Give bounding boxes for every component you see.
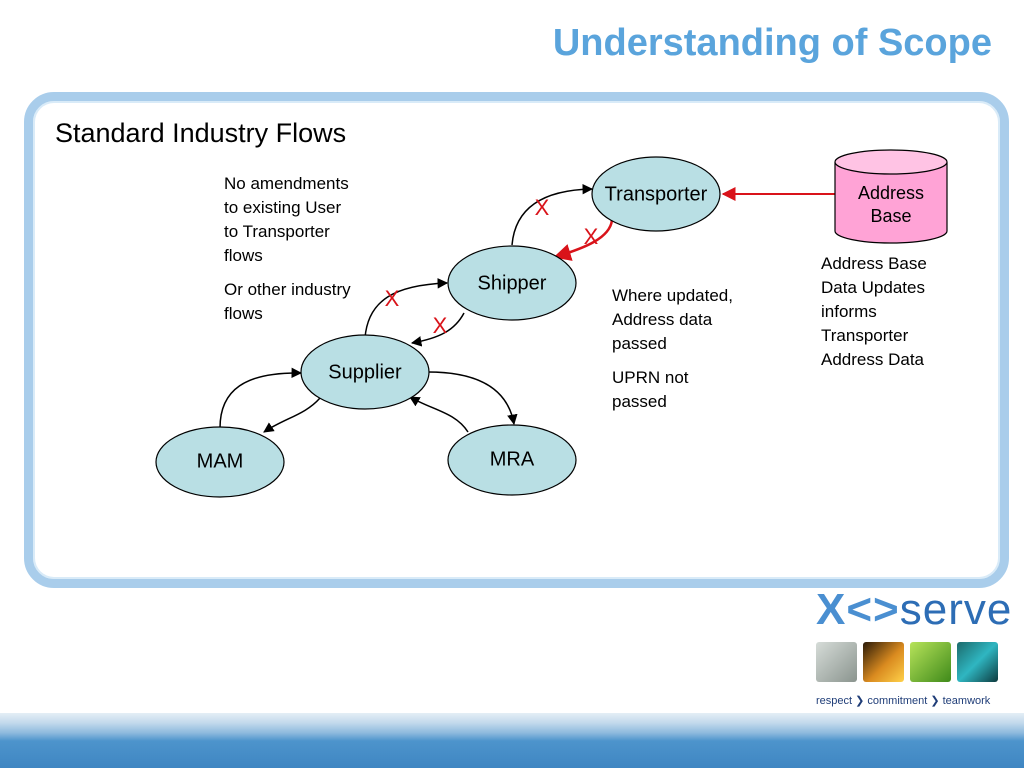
node-label-supplier: Supplier: [328, 361, 402, 384]
meter-image: [816, 642, 857, 682]
address-base-label: Address Base: [857, 183, 925, 226]
node-shipper: [447, 245, 577, 321]
logo-image-tiles: [816, 642, 1012, 682]
address-base-cylinder: [834, 149, 948, 244]
cross-mark: X: [534, 195, 550, 220]
arrow-shipper-to-supplier: [410, 312, 465, 347]
note-other-industry: Or other industry flows: [224, 280, 351, 323]
cross-mark: X: [583, 224, 599, 249]
note-address-base: Address Base Data Updates informs Transp…: [821, 254, 927, 369]
xoserve-logo: X<>serve respect ❯ commitment ❯ teamwork: [816, 588, 1012, 707]
arrow-shipper-to-transporter: [511, 183, 594, 246]
node-mam: [155, 426, 285, 498]
arrow-mam-to-supplier: [219, 367, 303, 429]
node-label-mam: MAM: [196, 450, 244, 473]
node-supplier: [300, 334, 430, 410]
note-where-updated: Where updated, Address data passed UPRN …: [612, 284, 733, 424]
node-transporter: [591, 156, 721, 232]
page-title: Understanding of Scope: [552, 22, 992, 64]
node-label-mra: MRA: [489, 448, 535, 471]
logo-tagline: respect ❯ commitment ❯ teamwork: [816, 695, 991, 707]
note-user-transporter: No amendments to existing User to Transp…: [224, 172, 351, 336]
note-uprn: UPRN not passed: [612, 368, 689, 411]
node-label-transporter: Transporter: [604, 183, 708, 206]
cross-mark: X: [384, 286, 400, 311]
section-heading: Standard Industry Flows: [55, 118, 347, 148]
leaves-image: [910, 642, 951, 682]
node-mra: [447, 424, 577, 496]
arrow-supplier-to-shipper: [364, 278, 449, 339]
arrow-mra-to-supplier: [409, 396, 469, 433]
footer-bar: [0, 713, 1024, 768]
logo-wordmark: X<>serve: [816, 585, 1013, 634]
arrow-supplier-to-mra: [427, 371, 518, 426]
arrow-transporter-to-shipper: [553, 219, 614, 261]
gas-flame-image: [863, 642, 904, 682]
cross-mark: X: [432, 313, 448, 338]
node-label-shipper: Shipper: [477, 272, 547, 295]
circuit-image: [957, 642, 998, 682]
arrow-supplier-to-mam: [263, 397, 321, 433]
